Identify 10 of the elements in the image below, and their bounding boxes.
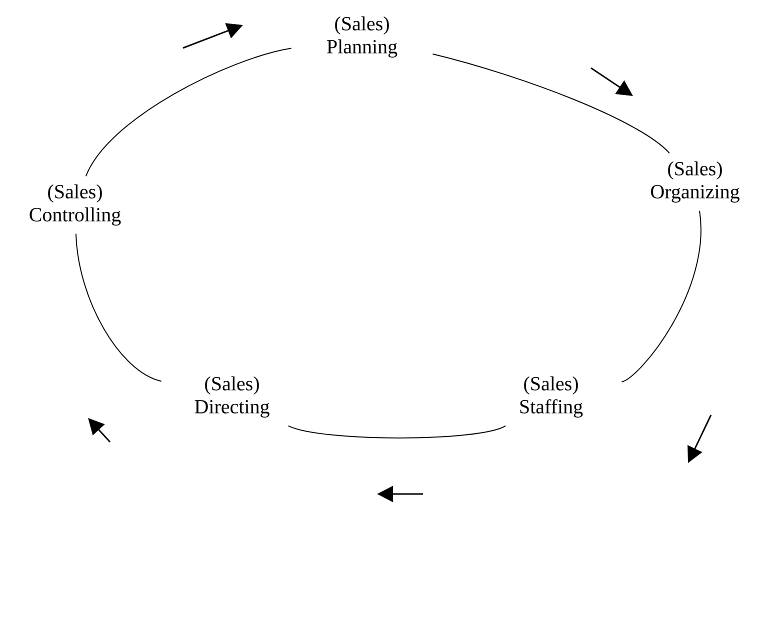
cycle-arc bbox=[288, 425, 506, 438]
cycle-arc bbox=[75, 233, 162, 382]
stage-label: (Sales) Organizing bbox=[651, 161, 740, 203]
cycle-arc bbox=[621, 210, 702, 382]
stage-label: (Sales) Controlling bbox=[30, 184, 121, 226]
stage-label: (Sales) Staffing bbox=[520, 376, 583, 418]
cycle-arc bbox=[432, 54, 670, 154]
stage-label: (Sales) Directing bbox=[194, 376, 270, 418]
stage-label: (Sales) Planning bbox=[327, 16, 398, 58]
cycle-arc bbox=[85, 48, 292, 177]
